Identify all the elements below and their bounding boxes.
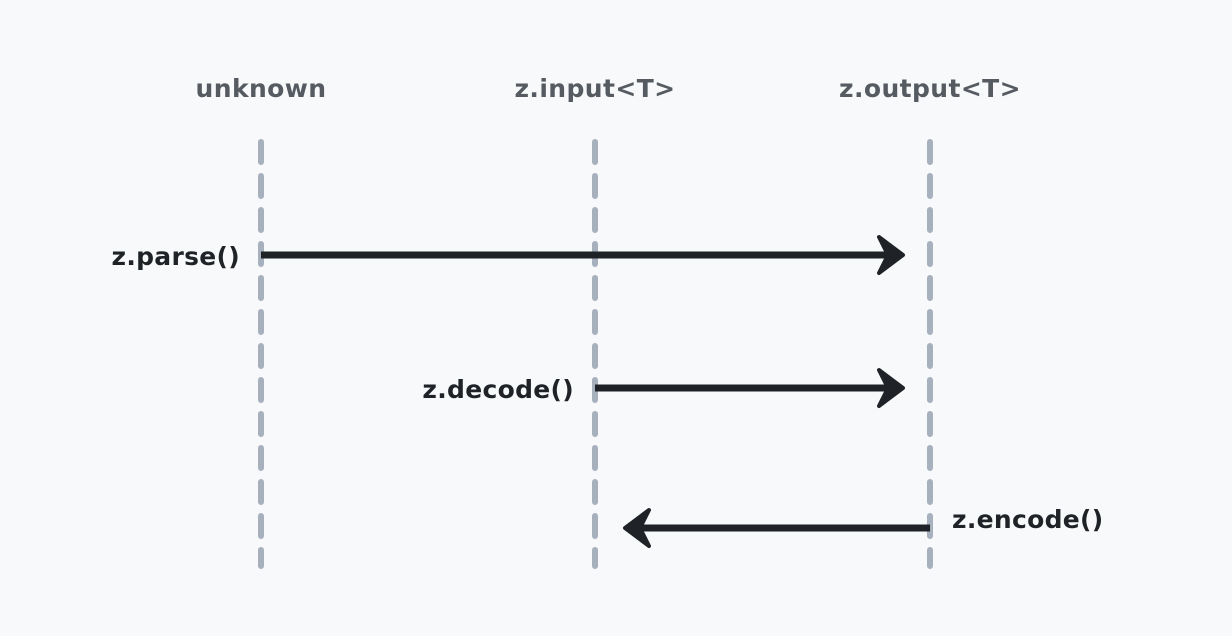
arrow-head-right-parse	[877, 235, 905, 275]
arrow-head-right-decode	[877, 368, 905, 408]
message-decode: z.decode()	[422, 368, 905, 408]
arrow-head-left-encode	[623, 508, 651, 548]
message-parse: z.parse()	[111, 235, 905, 275]
participant-label-z-output: z.output<T>	[839, 74, 1021, 103]
participant-label-z-input: z.input<T>	[514, 74, 675, 103]
message-label-encode: z.encode()	[952, 505, 1104, 534]
message-encode: z.encode()	[623, 505, 1104, 548]
participant-headers: unknown z.input<T> z.output<T>	[196, 74, 1021, 103]
lifelines	[258, 139, 933, 569]
participant-label-unknown: unknown	[196, 74, 327, 103]
message-label-decode: z.decode()	[422, 375, 574, 404]
message-label-parse: z.parse()	[111, 242, 240, 271]
